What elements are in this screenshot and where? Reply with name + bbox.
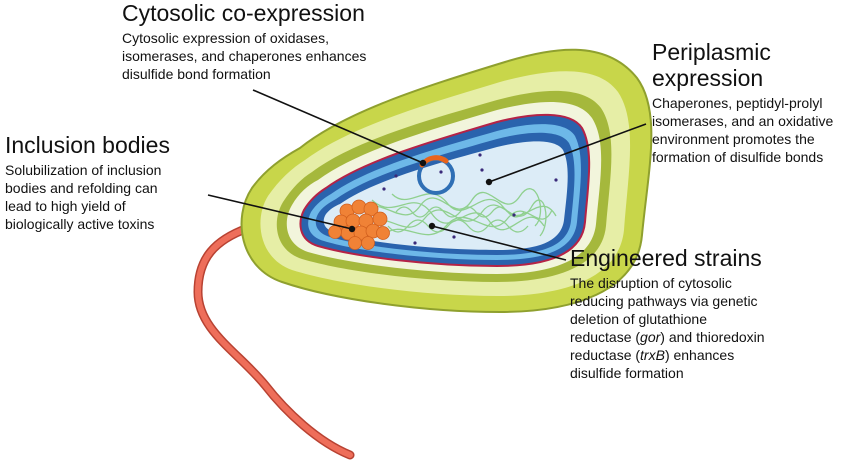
pointer-inclusion — [207, 194, 353, 230]
cytosolic-line: Cytosolic expression of oxidases, — [122, 30, 329, 46]
pointer-dot-engineered — [428, 222, 436, 230]
inclusion-line: bodies and refolding can — [5, 180, 158, 196]
inclusion-description: Solubilization of inclusion bodies and r… — [5, 161, 170, 233]
engineered-line-gor: reductase (gor) and thioredoxin — [570, 328, 765, 346]
trx-suffix: ) enhances — [664, 347, 735, 363]
pointer-cytosolic — [252, 89, 424, 164]
periplasmic-line: isomerases, and an oxidative — [652, 113, 834, 129]
periplasmic-title-line: expression — [652, 65, 764, 91]
periplasmic-line: environment promotes the — [652, 131, 815, 147]
flagellum-highlight — [194, 225, 353, 458]
gor-prefix: reductase ( — [570, 329, 641, 345]
trx-prefix: reductase ( — [570, 347, 641, 363]
cytosolic-coexpression-label: Cytosolic co-expression Cytosolic expres… — [122, 0, 366, 83]
periplasmic-expression-label: Periplasmic expression Chaperones, pepti… — [652, 39, 833, 166]
engineered-line: deletion of glutathione — [570, 311, 707, 327]
engineered-line-trxb: reductase (trxB) enhances — [570, 346, 765, 364]
engineered-title: Engineered strains — [570, 245, 762, 271]
inclusion-line: biologically active toxins — [5, 216, 155, 232]
pointer-periplasmic — [488, 123, 647, 183]
inclusion-title: Inclusion bodies — [5, 132, 170, 158]
gor-suffix: ) and thioredoxin — [660, 329, 765, 345]
nucleoid-dna — [359, 188, 557, 239]
engineered-line: reducing pathways via genetic — [570, 293, 758, 309]
cytosolic-description: Cytosolic expression of oxidases, isomer… — [122, 29, 366, 83]
gor-gene-name: gor — [640, 329, 661, 345]
periplasmic-line: formation of disulfide bonds — [652, 149, 824, 165]
inclusion-line: lead to high yield of — [5, 198, 126, 214]
pointer-dot-cytosolic — [419, 159, 427, 167]
engineered-line: The disruption of cytosolic — [570, 275, 732, 291]
engineered-strains-label: Engineered strains The disruption of cyt… — [570, 245, 765, 382]
cytosolic-line: isomerases, and chaperones enhances — [122, 48, 367, 64]
inclusion-line: Solubilization of inclusion — [5, 162, 162, 178]
periplasmic-title-line: Periplasmic — [652, 39, 771, 65]
cytosolic-line: disulfide bond formation — [122, 66, 271, 82]
periplasmic-description: Chaperones, peptidyl-prolyl isomerases, … — [652, 94, 833, 166]
pointer-dot-periplasmic — [485, 178, 493, 186]
pointer-engineered — [431, 225, 567, 261]
periplasmic-line: Chaperones, peptidyl-prolyl — [652, 95, 823, 111]
cytosolic-title: Cytosolic co-expression — [122, 0, 365, 26]
engineered-description: The disruption of cytosolic reducing pat… — [570, 274, 765, 382]
inclusion-bodies — [328, 199, 390, 250]
trxb-gene-name: trxB — [640, 347, 665, 363]
inclusion-bodies-label: Inclusion bodies Solubilization of inclu… — [5, 132, 170, 233]
pointer-dot-inclusion — [348, 225, 356, 233]
engineered-line: disulfide formation — [570, 365, 684, 381]
